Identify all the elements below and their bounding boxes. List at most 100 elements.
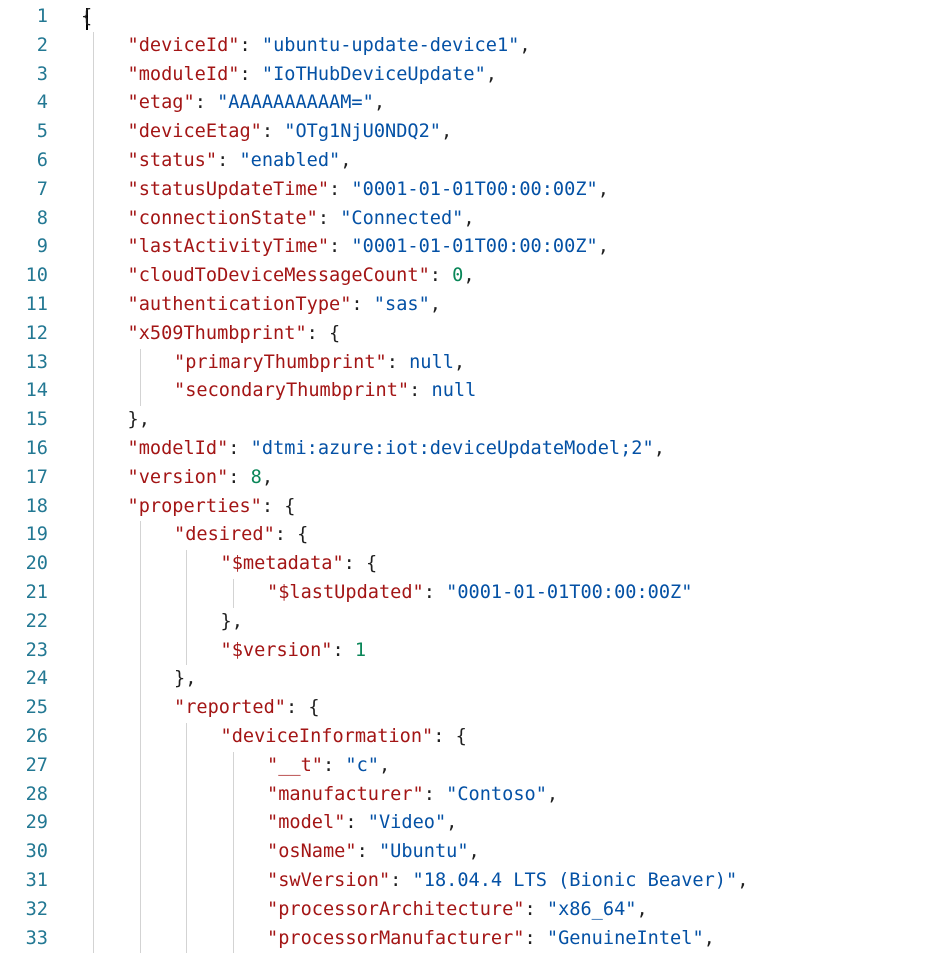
json-value: OTg1NjU0NDQ2 [295, 121, 430, 143]
line-number: 2 [36, 34, 48, 56]
indent-guide [139, 550, 141, 579]
code-line[interactable]: 5"deviceEtag": "OTg1NjU0NDQ2", [0, 118, 948, 147]
indent-guide [186, 780, 187, 810]
code-line[interactable]: 15}, [0, 406, 948, 435]
comma: , [468, 841, 480, 863]
code-line[interactable]: 27"__t": "c", [0, 751, 948, 781]
code-line[interactable]: 22}, [0, 607, 948, 637]
code-line[interactable]: 2"deviceId": "ubuntu-update-device1", [0, 31, 948, 61]
line-number: 23 [25, 639, 48, 661]
colon: : [239, 63, 262, 85]
comma: , [379, 754, 391, 776]
code-line[interactable]: 4"etag": "AAAAAAAAAAM=", [0, 89, 948, 119]
code-line[interactable]: 31"swVersion": "18.04.4 LTS (Bionic Beav… [0, 867, 948, 896]
code-line[interactable]: 17"version": 8, [0, 463, 948, 493]
colon: : [332, 639, 355, 661]
key-quote: " [228, 34, 240, 56]
colon: : [343, 553, 367, 575]
indent-guide [93, 319, 94, 349]
code-line[interactable]: 11"authenticationType": "sas", [0, 291, 948, 320]
code-line[interactable]: 13"primaryThumbprint": null, [0, 348, 948, 378]
line-number: 8 [36, 207, 48, 229]
code-line[interactable]: 19"desired": { [0, 521, 948, 551]
line-number: 11 [25, 294, 48, 315]
colon: : [524, 898, 547, 920]
code-text: "reported": { [174, 694, 320, 723]
value-quote: " [446, 582, 458, 603]
indent-guide [93, 809, 94, 839]
comma: , [636, 898, 648, 920]
code-line[interactable]: 3"moduleId": "IoTHubDeviceUpdate", [0, 60, 948, 90]
comma: , [703, 927, 715, 949]
colon: : [317, 207, 341, 229]
code-line[interactable]: 23"$version": 1 [0, 636, 948, 666]
indent-guide [139, 694, 141, 723]
code-line[interactable]: 33"processorManufacturer": "GenuineIntel… [0, 924, 948, 954]
key-quote: " [127, 265, 139, 287]
key-quote: " [127, 34, 139, 56]
indent-guide [186, 636, 187, 666]
code-line[interactable]: 32"processorArchitecture": "x86_64", [0, 895, 948, 925]
json-value: AAAAAAAAAAM= [228, 92, 363, 114]
key-quote: " [127, 466, 139, 488]
indent-guide [139, 579, 141, 608]
line-number: 17 [25, 466, 48, 488]
comma: , [340, 150, 352, 171]
code-line[interactable]: 25"reported": { [0, 694, 948, 723]
value-quote: " [508, 34, 520, 56]
indent-guide [139, 838, 141, 867]
code-line[interactable]: 1{ [0, 3, 948, 32]
comma: , [597, 178, 609, 200]
code-line[interactable]: 29"model": "Video", [0, 809, 948, 839]
indent-guide [93, 31, 94, 61]
code-line[interactable]: 10"cloudToDeviceMessageCount": 0, [0, 262, 948, 291]
colon: : [306, 322, 330, 344]
indent-guide [139, 521, 141, 551]
value-quote: " [345, 754, 357, 776]
code-line[interactable]: 16"modelId": "dtmi:azure:iot:deviceUpdat… [0, 435, 948, 464]
indent-guide [93, 579, 94, 608]
value-quote: " [367, 754, 379, 776]
key-quote: " [422, 726, 434, 747]
colon: : [351, 294, 374, 315]
code-line[interactable]: 20"$metadata": { [0, 550, 948, 579]
line-number: 26 [25, 726, 48, 747]
json-value: sas [385, 294, 419, 315]
code-line[interactable]: 14"secondaryThumbprint": null [0, 377, 948, 407]
line-number: 31 [25, 870, 48, 891]
key-quote: " [317, 178, 330, 200]
code-line[interactable]: 30"osName": "Ubuntu", [0, 838, 948, 867]
indent-guide [93, 291, 94, 320]
json-value: Connected [351, 207, 453, 229]
indent-guide [93, 723, 94, 752]
code-line[interactable]: 8"connectionState": "Connected", [0, 204, 948, 234]
json-value: x86_64 [558, 898, 626, 920]
line-number: 13 [25, 351, 48, 373]
code-line[interactable]: 24}, [0, 665, 948, 695]
code-line[interactable]: 21"$lastUpdated": "0001-01-01T00:00:00Z" [0, 579, 948, 608]
code-line[interactable]: 6"status": "enabled", [0, 147, 948, 176]
json-key: $metadata [231, 553, 333, 575]
indent-guide [139, 377, 141, 407]
value-quote: " [362, 92, 374, 114]
code-line[interactable]: 9"lastActivityTime": "0001-01-01T00:00:0… [0, 233, 948, 263]
json-key: properties [138, 495, 251, 517]
value-quote: " [586, 236, 598, 258]
key-quote: " [340, 294, 352, 315]
json-key: version [138, 466, 218, 488]
json-value: 1 [354, 639, 367, 661]
key-quote: " [412, 783, 424, 805]
colon: : [274, 524, 298, 546]
colon: : [345, 812, 368, 834]
value-quote: " [261, 34, 274, 56]
code-line[interactable]: 7"statusUpdateTime": "0001-01-01T00:00:0… [0, 175, 948, 205]
colon: : [239, 34, 262, 56]
code-line[interactable]: 28"manufacturer": "Contoso", [0, 780, 948, 810]
key-quote: " [345, 841, 357, 863]
indent-guide [93, 406, 94, 435]
code-line[interactable]: 18"properties": { [0, 492, 948, 522]
code-line[interactable]: 12"x509Thumbprint": { [0, 319, 948, 349]
comma: , [453, 351, 466, 373]
code-line[interactable]: 26"deviceInformation": { [0, 723, 948, 752]
